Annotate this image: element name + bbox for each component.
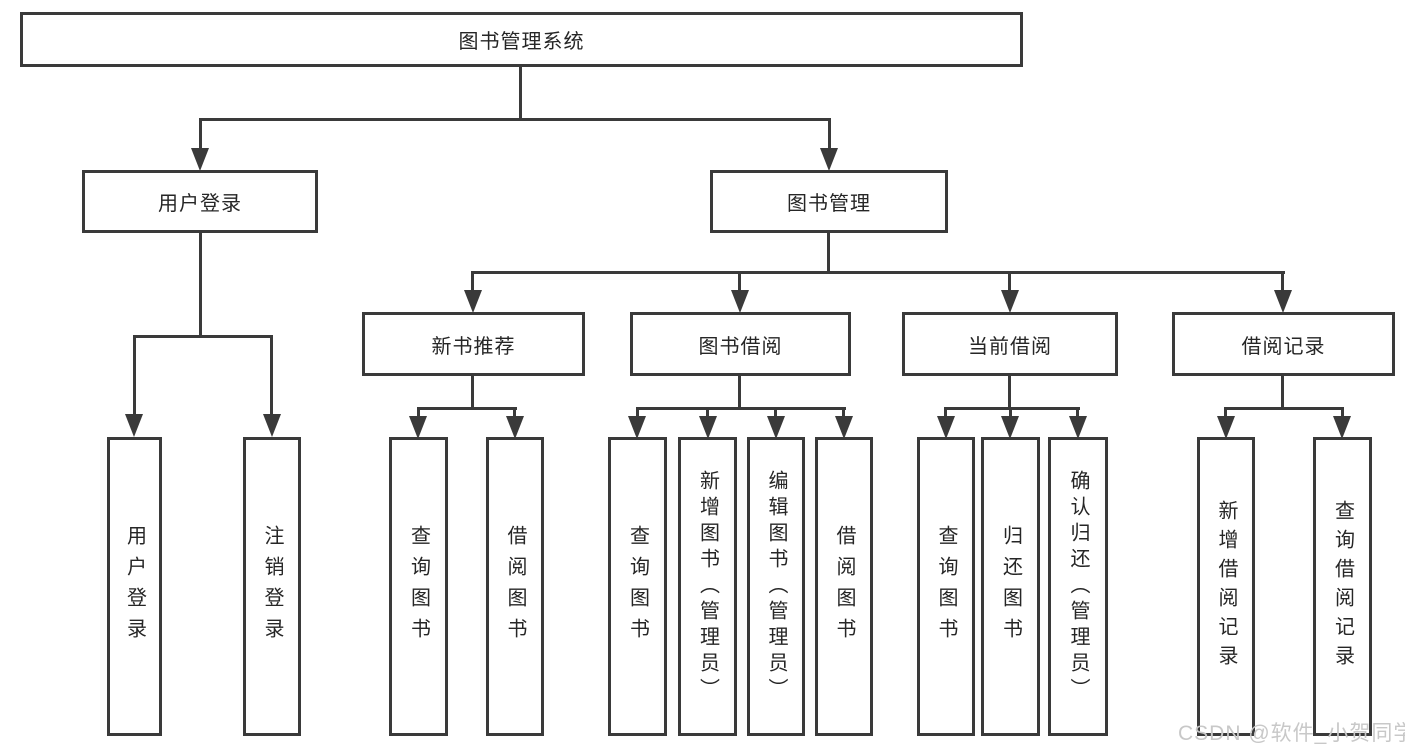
node-leaf-bb-edit-book-admin: 编辑图书（管理员）: [747, 437, 805, 736]
arrow-down-icon: [1001, 290, 1019, 313]
connector-leaf-shaft: [774, 407, 777, 419]
connector-leaf-shaft: [1341, 407, 1344, 419]
connector-leaf-shaft: [706, 407, 709, 419]
node-leaf-cb-confirm-return-admin-label: 确认归还（管理员）: [1067, 469, 1089, 704]
connector-leaf-shaft: [1224, 407, 1227, 419]
node-book-management-label: 图书管理: [787, 193, 871, 215]
connector-leaf-shaft: [944, 407, 947, 419]
connector-user-login-hline: [133, 335, 273, 338]
node-current-borrow: 当前借阅: [902, 312, 1118, 376]
node-leaf-nb-query-book: 查询图书: [389, 437, 448, 736]
arrow-down-icon: [125, 414, 143, 437]
node-leaf-cb-confirm-return-admin: 确认归还（管理员）: [1048, 437, 1108, 736]
connector-leaf-shaft: [636, 407, 639, 419]
connector-borrow-record-hline: [1224, 407, 1344, 410]
connector-leaf-shaft: [842, 407, 845, 419]
node-leaf-bb-add-book-admin-label: 新增图书（管理员）: [696, 469, 719, 704]
connector-root-hline: [199, 118, 831, 121]
connector-book-mgmt-shaft: [828, 118, 831, 150]
arrow-down-icon: [628, 416, 646, 439]
node-leaf-nb-query-book-label: 查询图书: [407, 524, 430, 649]
connector-borrow-record-vline: [1281, 376, 1284, 410]
arrow-down-icon: [1217, 416, 1235, 439]
node-leaf-bb-query-book: 查询图书: [608, 437, 667, 736]
node-leaf-bb-edit-book-admin-label: 编辑图书（管理员）: [765, 469, 787, 704]
node-borrow-record: 借阅记录: [1172, 312, 1395, 376]
node-leaf-cb-return-book-label: 归还图书: [999, 524, 1022, 649]
connector-leaf-shaft: [417, 407, 420, 419]
node-new-book-recommend: 新书推荐: [362, 312, 585, 376]
arrow-down-icon: [191, 148, 209, 171]
node-root: 图书管理系统: [20, 12, 1023, 67]
connector-l3-shaft: [471, 271, 474, 292]
arrow-down-icon: [1274, 290, 1292, 313]
node-leaf-bb-query-book-label: 查询图书: [626, 524, 649, 649]
csdn-watermark: CSDN @软件_小贺同学: [1178, 722, 1405, 745]
node-leaf-nb-borrow-book: 借阅图书: [486, 437, 544, 736]
node-user-login-label: 用户登录: [158, 193, 242, 215]
connector-leaf-shaft: [1076, 407, 1079, 419]
node-leaf-br-add-record-label: 新增借阅记录: [1215, 499, 1237, 674]
node-leaf-br-query-record-label: 查询借阅记录: [1331, 499, 1354, 674]
node-leaf-cb-query-book-label: 查询图书: [935, 524, 957, 649]
connector-l3-shaft: [1008, 271, 1011, 292]
arrow-down-icon: [820, 148, 838, 171]
node-borrow-record-label: 借阅记录: [1241, 335, 1326, 358]
connector-new-book-vline: [471, 376, 474, 410]
node-book-borrow-label: 图书借阅: [698, 335, 783, 358]
node-leaf-cb-query-book: 查询图书: [917, 437, 975, 736]
node-leaf-nb-borrow-book-label: 借阅图书: [504, 524, 526, 649]
connector-leaf-shaft: [270, 335, 273, 416]
node-root-label: 图书管理系统: [458, 31, 585, 53]
node-leaf-bb-borrow-book: 借阅图书: [815, 437, 873, 736]
connector-user-login-shaft: [199, 118, 202, 150]
arrow-down-icon: [699, 416, 717, 439]
node-leaf-br-query-record: 查询借阅记录: [1313, 437, 1372, 736]
arrow-down-icon: [464, 290, 482, 313]
connector-leaf-shaft: [133, 335, 136, 416]
node-book-management: 图书管理: [710, 170, 948, 233]
connector-l3-shaft: [738, 271, 741, 292]
connector-current-borrow-vline: [1008, 376, 1011, 410]
arrow-down-icon: [731, 290, 749, 313]
arrow-down-icon: [409, 416, 427, 439]
node-leaf-user-login-label: 用户登录: [123, 524, 146, 649]
arrow-down-icon: [1069, 416, 1087, 439]
node-leaf-bb-add-book-admin: 新增图书（管理员）: [678, 437, 737, 736]
node-book-borrow: 图书借阅: [630, 312, 851, 376]
node-leaf-logout: 注销登录: [243, 437, 301, 736]
connector-book-borrow-hline: [636, 407, 846, 410]
node-leaf-logout-label: 注销登录: [261, 524, 283, 649]
arrow-down-icon: [767, 416, 785, 439]
connector-new-book-hline: [417, 407, 517, 410]
node-new-book-recommend-label: 新书推荐: [431, 335, 516, 358]
node-leaf-bb-borrow-book-label: 借阅图书: [833, 524, 855, 649]
arrow-down-icon: [937, 416, 955, 439]
node-leaf-cb-return-book: 归还图书: [981, 437, 1040, 736]
connector-user-login-vline: [199, 233, 202, 338]
arrow-down-icon: [263, 414, 281, 437]
connector-current-borrow-hline: [944, 407, 1080, 410]
node-current-borrow-label: 当前借阅: [968, 335, 1052, 358]
node-leaf-br-add-record: 新增借阅记录: [1197, 437, 1255, 736]
connector-root-vline: [519, 67, 522, 120]
arrow-down-icon: [835, 416, 853, 439]
arrow-down-icon: [1333, 416, 1351, 439]
connector-l3-shaft: [1281, 271, 1284, 292]
arrow-down-icon: [506, 416, 524, 439]
connector-book-borrow-vline: [738, 376, 741, 410]
connector-leaf-shaft: [1009, 407, 1012, 419]
node-leaf-user-login: 用户登录: [107, 437, 162, 736]
connector-leaf-shaft: [513, 407, 516, 419]
arrow-down-icon: [1001, 416, 1019, 439]
connector-book-mgmt-hline: [471, 271, 1285, 274]
connector-book-mgmt-vline: [827, 233, 830, 274]
node-user-login: 用户登录: [82, 170, 318, 233]
